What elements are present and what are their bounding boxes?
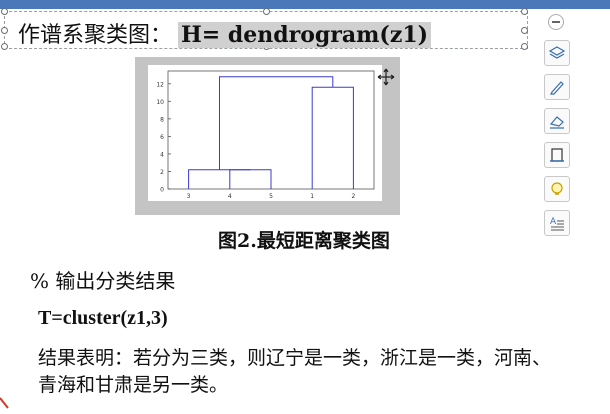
x-tick-label: 2 [351,193,355,200]
dendrogram-link [219,76,334,170]
pen-button[interactable] [544,74,570,100]
resize-handle[interactable] [1,8,8,15]
dendrogram-link [188,169,251,189]
slide-title: 作谱系聚类图：H= dendrogram(z1) [18,17,432,49]
resize-handle[interactable] [263,8,270,15]
x-tick-label: 3 [187,193,191,200]
resize-handle[interactable] [521,27,528,34]
bulb-icon [551,182,563,195]
dendrogram-link [229,169,272,189]
text-format-icon: A [550,217,564,231]
eraser-icon [549,116,564,129]
text-format-button[interactable]: A [544,210,570,236]
resize-handle[interactable] [1,27,8,34]
y-tick-label: 10 [156,99,164,106]
y-tick-label: 6 [160,134,164,141]
x-tick-label: 4 [228,193,232,200]
title-prefix: 作谱系聚类图： [18,23,173,48]
resize-handle[interactable] [521,43,528,50]
bulb-button[interactable] [544,176,570,202]
resize-handle[interactable] [521,8,528,15]
code-line: T=cluster(z1,3) [38,307,168,329]
layers-button[interactable] [544,40,570,66]
y-tick-label: 12 [156,81,164,88]
title-selection-box[interactable] [1,8,528,50]
crop-button[interactable] [544,142,570,168]
result-text: 结果表明：若分为三类，则辽宁是一类，浙江是一类，河南、青海和甘肃是另一类。 [38,347,552,396]
resize-handle[interactable] [1,43,8,50]
title-code: H= dendrogram(z1) [178,22,432,48]
y-tick-label: 8 [160,116,164,123]
figure-caption: 图2.最短距离聚类图 [218,230,390,252]
pen-icon [550,81,564,95]
svg-text:A: A [550,217,557,227]
y-tick-label: 2 [160,169,164,176]
y-tick-label: 0 [160,187,164,194]
move-cursor-icon [377,68,395,86]
layers-icon [549,46,565,59]
y-tick-label: 4 [160,151,164,158]
x-tick-label: 1 [310,193,314,200]
corner-marker-icon [0,397,9,409]
dendrogram-link [311,86,354,189]
section-heading: % 输出分类结果 [30,269,176,293]
eraser-button[interactable] [544,108,570,134]
x-tick-label: 5 [269,193,273,200]
crop-icon [550,148,564,162]
top-banner [0,0,610,9]
collapse-icon[interactable] [548,14,564,30]
